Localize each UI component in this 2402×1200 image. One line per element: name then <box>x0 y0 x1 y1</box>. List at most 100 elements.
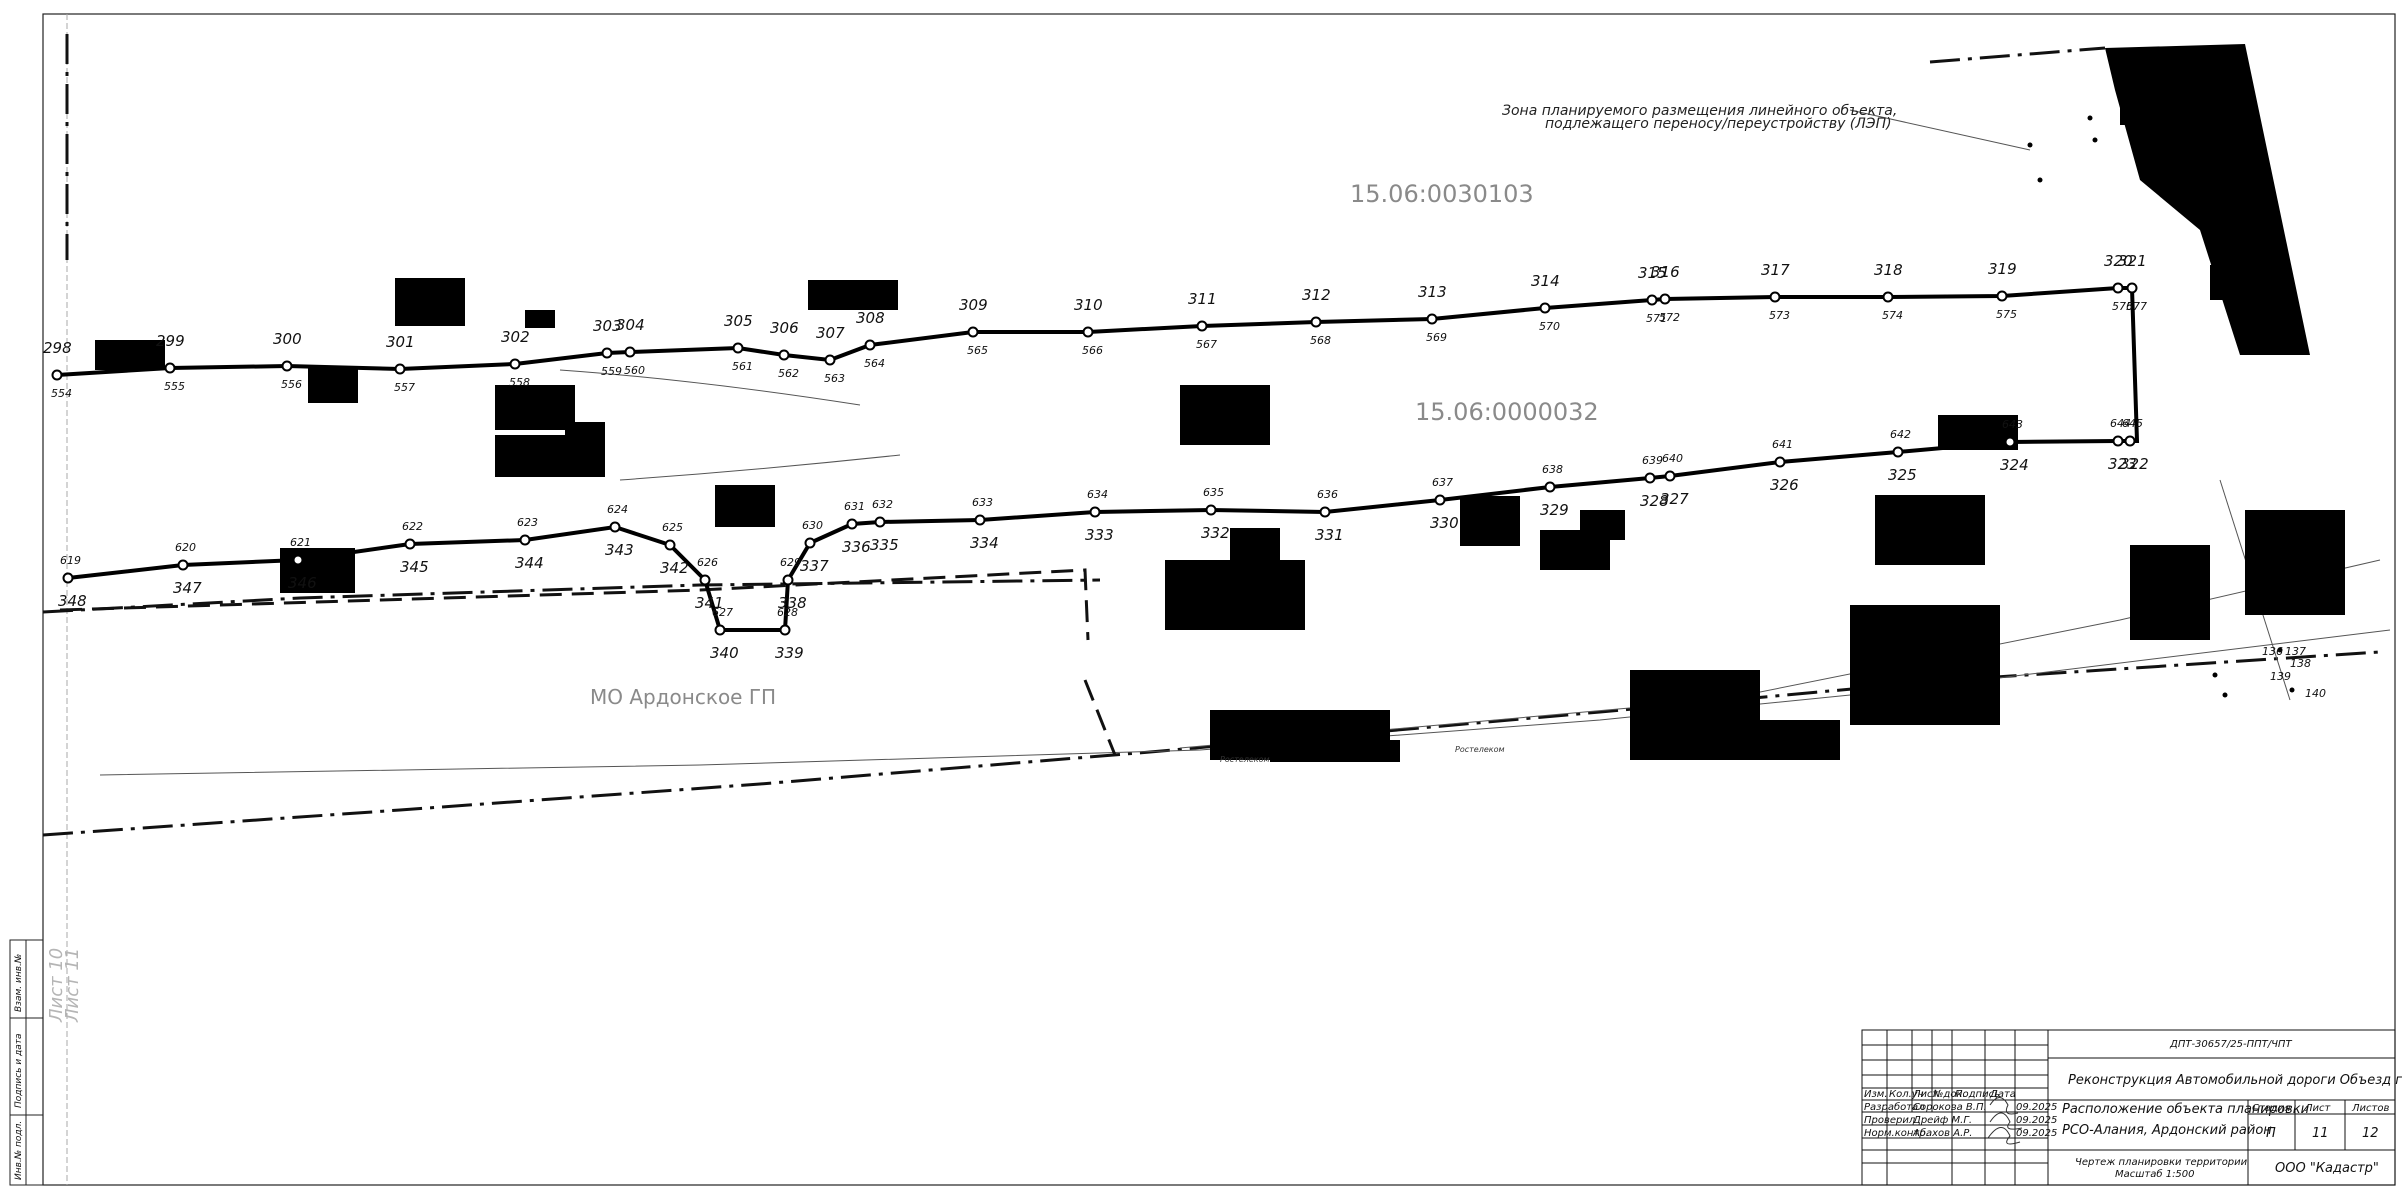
upper-major-label-302: 302 <box>501 328 530 346</box>
upper-minor-label-572: 572 <box>1659 311 1680 324</box>
upper-vertex-5 <box>601 347 613 359</box>
upper-minor-label-554: 554 <box>51 387 72 400</box>
hdr-date: Дата <box>1989 1089 2016 1100</box>
upper-minor-label-561: 561 <box>732 360 753 373</box>
lower-minor-label-619: 619 <box>60 554 81 567</box>
upper-vertex-0 <box>51 369 63 381</box>
sheets-value: 12 <box>2362 1126 2379 1141</box>
upper-minor-label-566: 566 <box>1082 344 1103 357</box>
upper-major-label-311: 311 <box>1188 290 1217 308</box>
upper-vertex-3 <box>394 363 406 375</box>
upper-major-label-307: 307 <box>816 324 845 342</box>
cadastral-number-0000032: 15.06:0000032 <box>1415 398 1599 426</box>
upper-vertex-1 <box>164 362 176 374</box>
upper-major-label-320: 320 <box>2104 252 2133 270</box>
route-labels: 2985542995553005563015573025583035593045… <box>43 252 2149 662</box>
title-block-text: ДПТ-30657/25-ППТ/ЧПТ Реконструкция Автом… <box>1864 1039 2402 1180</box>
hdr-change: Изм. <box>1864 1089 1888 1100</box>
right-point-137: 137 <box>2285 645 2306 658</box>
lower-vertex-24 <box>2004 436 2016 448</box>
upper-minor-label-560: 560 <box>624 364 645 377</box>
drawing-title: Чертеж планировки территории <box>2075 1157 2248 1168</box>
upper-vertex-22 <box>2112 282 2124 294</box>
zone-note-line1: Зона планируемого размещения линейного о… <box>1502 103 1897 119</box>
lower-minor-label-640: 640 <box>1662 452 1683 465</box>
role-1: Проверил <box>1864 1115 1916 1126</box>
lower-vertex-21 <box>1664 470 1676 482</box>
lower-vertex-8 <box>714 624 726 636</box>
lower-minor-label-636: 636 <box>1317 488 1338 501</box>
upper-route-line <box>56 286 2132 377</box>
upper-major-label-317: 317 <box>1761 261 1790 279</box>
hdr-sheet: Лист <box>1912 1089 1940 1100</box>
hdr-signature: Подпись <box>1955 1089 2000 1100</box>
lower-vertex-5 <box>609 521 621 533</box>
upper-minor-label-557: 557 <box>394 381 415 394</box>
upper-major-label-315: 315 <box>1638 264 1667 282</box>
lower-minor-label-642: 642 <box>1890 428 1911 441</box>
lower-vertex-12 <box>846 518 858 530</box>
sheet-frame <box>42 13 2396 1186</box>
lower-vertex-18 <box>1434 494 1446 506</box>
edge-label-b: Ростелеком <box>1455 745 1505 754</box>
right-point-labels: 136 137 138 139 140 <box>2262 645 2326 700</box>
lower-minor-label-628: 628 <box>777 606 798 619</box>
region: РСО-Алания, Ардонский район <box>2062 1123 2272 1138</box>
lower-major-label-342: 342 <box>660 559 689 577</box>
upper-minor-label-571: 571 <box>1646 312 1667 325</box>
lower-vertex-26 <box>2124 435 2136 447</box>
upper-vertex-15 <box>1426 313 1438 325</box>
upper-vertex-18 <box>1659 293 1671 305</box>
signature-scribble-1 <box>1989 1112 2023 1130</box>
lower-major-label-322: 322 <box>2120 455 2149 473</box>
lower-minor-label-641: 641 <box>1772 438 1793 451</box>
lower-minor-label-621: 621 <box>290 536 311 549</box>
lower-major-label-340: 340 <box>710 644 739 662</box>
lower-vertex-17 <box>1319 506 1331 518</box>
upper-minor-label-556: 556 <box>281 378 302 391</box>
lower-vertex-10 <box>782 574 794 586</box>
right-point-138: 138 <box>2290 657 2311 670</box>
doc-code: ДПТ-30657/25-ППТ/ЧПТ <box>2169 1039 2292 1050</box>
sheet-value: 11 <box>2312 1126 2329 1141</box>
sheet-label: Лист <box>2304 1103 2332 1114</box>
stage-value: П <box>2266 1126 2276 1141</box>
lower-vertex-22 <box>1774 456 1786 468</box>
upper-major-label-300: 300 <box>273 330 302 348</box>
left-stamp: Инв.№ подл. Подпись и дата Взам. инв.№ Л… <box>9 939 83 1186</box>
upper-major-label-304: 304 <box>616 316 645 334</box>
upper-minor-label-567: 567 <box>1196 338 1217 351</box>
lower-minor-label-623: 623 <box>517 516 538 529</box>
lower-vertex-2 <box>292 554 304 566</box>
right-point-140: 140 <box>2305 687 2326 700</box>
upper-major-label-318: 318 <box>1874 261 1903 279</box>
upper-major-label-316: 316 <box>1651 263 1680 281</box>
lower-minor-label-639: 639 <box>1642 454 1663 467</box>
upper-vertex-11 <box>967 326 979 338</box>
lower-vertex-14 <box>974 514 986 526</box>
lower-vertex-23 <box>1892 446 1904 458</box>
upper-major-label-314: 314 <box>1531 272 1560 290</box>
lower-minor-label-632: 632 <box>872 498 893 511</box>
upper-major-label-301: 301 <box>386 333 415 351</box>
lower-minor-label-622: 622 <box>402 520 423 533</box>
stamp-replacement: Взам. инв.№ <box>14 954 24 1012</box>
zone-note-line2: подлежащего переносу/переустройству (ЛЭП… <box>1545 116 1892 132</box>
lower-major-label-334: 334 <box>970 534 999 552</box>
stamp-signature: Подпись и дата <box>14 1033 24 1108</box>
company: ООО "Кадастр" <box>2275 1161 2379 1176</box>
lower-major-label-332: 332 <box>1201 524 1230 542</box>
lower-minor-label-629: 629 <box>780 556 801 569</box>
cadastral-number-0030103: 15.06:0030103 <box>1350 180 1534 208</box>
upper-vertex-13 <box>1196 320 1208 332</box>
upper-vertex-8 <box>778 349 790 361</box>
upper-vertex-16 <box>1539 302 1551 314</box>
lower-major-label-336: 336 <box>842 538 871 556</box>
municipality-label: МО Ардонское ГП <box>590 685 776 709</box>
lower-vertex-25 <box>2112 435 2124 447</box>
route-vertices <box>51 282 2138 636</box>
lower-vertex-13 <box>874 516 886 528</box>
right-point-139: 139 <box>2270 670 2291 683</box>
title-block <box>1861 1029 2396 1186</box>
